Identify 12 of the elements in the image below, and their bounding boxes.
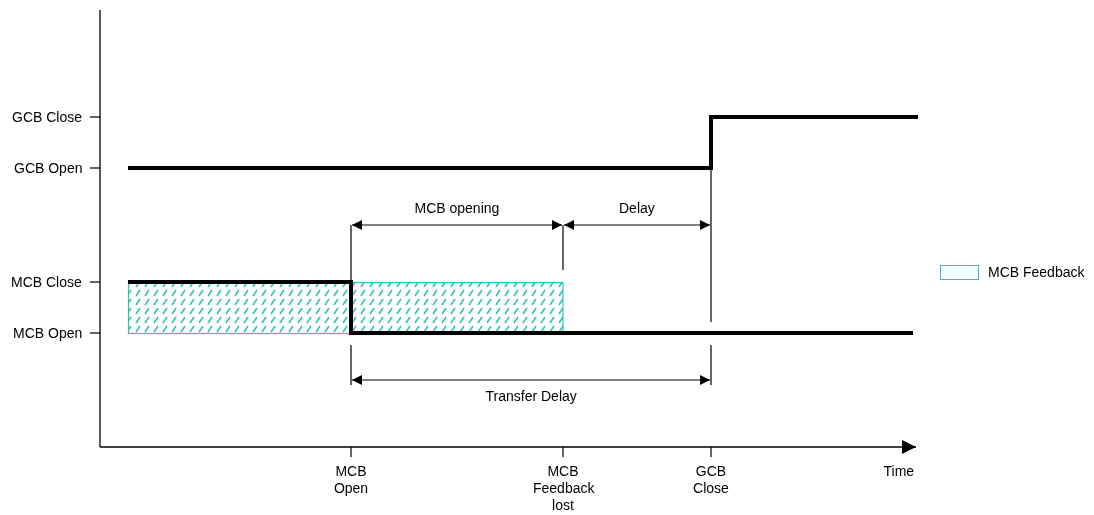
axis-label: GCB Close: [12, 109, 83, 126]
axis-label: MCB Close: [11, 274, 82, 291]
dimension-label: Transfer Delay: [485, 388, 577, 405]
dimension-label: Delay: [619, 200, 655, 217]
legend-label: MCB Feedback: [988, 264, 1085, 281]
tick-label: MCB Feedback lost: [533, 463, 593, 514]
axis-title: Time: [883, 463, 915, 480]
dimension-label: MCB opening: [414, 200, 500, 217]
axis-label: GCB Open: [14, 160, 83, 177]
tick-label: GCB Close: [692, 463, 730, 497]
tick-label: MCB Open: [332, 463, 370, 497]
axis-label: MCB Open: [13, 325, 83, 342]
